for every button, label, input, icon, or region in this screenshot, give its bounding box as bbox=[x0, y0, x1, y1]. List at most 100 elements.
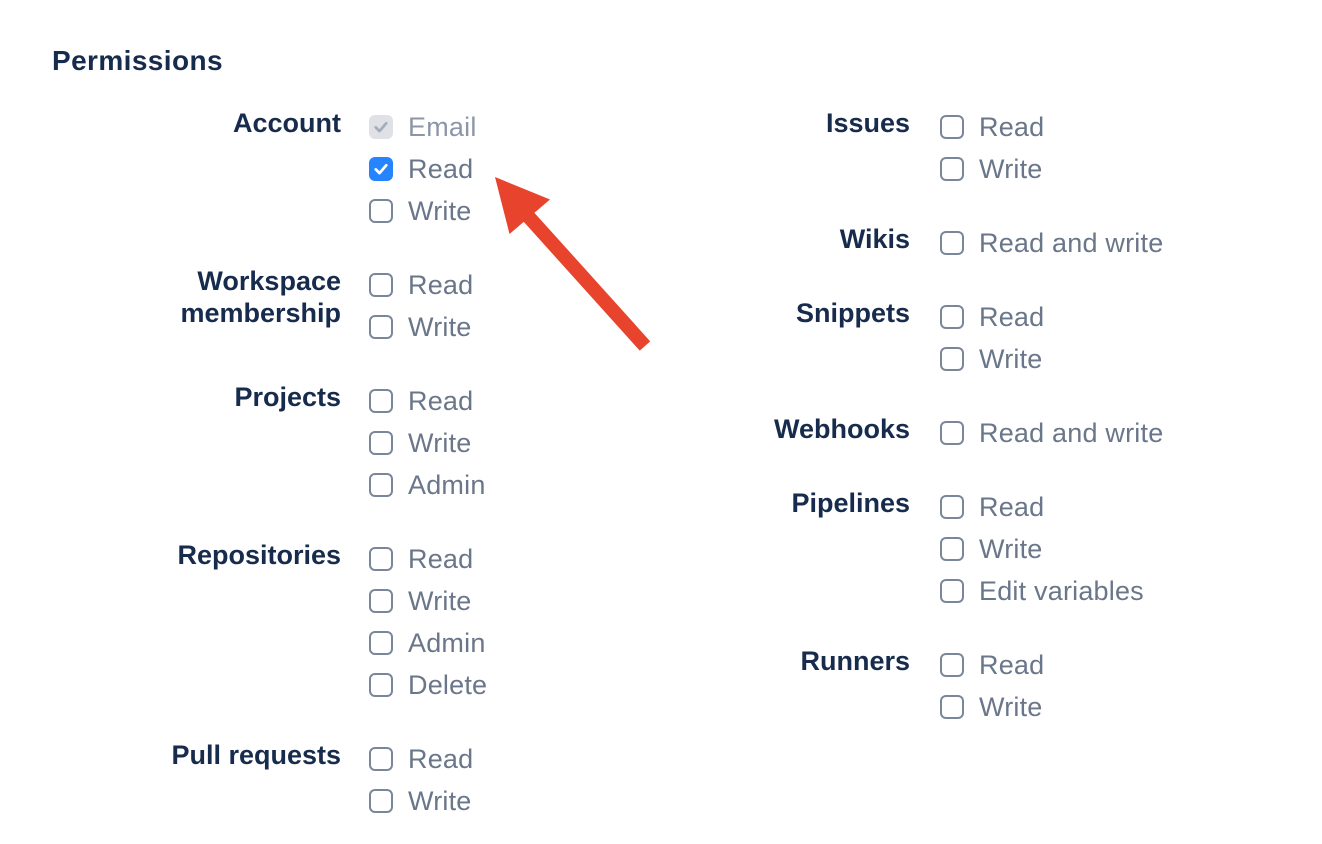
checkbox-pull-requests-write[interactable] bbox=[369, 789, 393, 813]
group-label-wikis: Wikis bbox=[839, 224, 910, 254]
checkbox-wikis-read-and-write[interactable] bbox=[940, 231, 964, 255]
permission-row: Read bbox=[369, 744, 474, 774]
checkbox-runners-write[interactable] bbox=[940, 695, 964, 719]
checkbox-label-admin[interactable]: Admin bbox=[408, 470, 486, 500]
page-title: Permissions bbox=[52, 45, 223, 76]
checkbox-label-write[interactable]: Write bbox=[408, 428, 472, 458]
permission-row: Edit variables bbox=[940, 576, 1144, 606]
permission-row: Write bbox=[369, 196, 477, 226]
checkbox-account-write[interactable] bbox=[369, 199, 393, 223]
checkbox-issues-read[interactable] bbox=[940, 115, 964, 139]
checkbox-label-write[interactable]: Write bbox=[408, 586, 472, 616]
permission-rows: Read Write Admin bbox=[369, 386, 486, 500]
permission-group-webhooks: Webhooks Read and write bbox=[730, 414, 1164, 448]
group-label-pipelines: Pipelines bbox=[791, 488, 910, 518]
permissions-column-left: Account Email Read Write Workspace membe… bbox=[109, 108, 488, 816]
permission-rows: Read Write bbox=[369, 744, 474, 816]
permission-group-snippets: Snippets Read Write bbox=[730, 298, 1163, 374]
checkbox-label-read[interactable]: Read bbox=[408, 270, 474, 300]
checkbox-label-read[interactable]: Read bbox=[979, 302, 1045, 332]
permission-row: Admin bbox=[369, 470, 486, 500]
permission-row: Read bbox=[940, 650, 1045, 680]
group-label-repositories: Repositories bbox=[177, 540, 341, 570]
permission-row: Read and write bbox=[940, 418, 1164, 448]
checkbox-issues-write[interactable] bbox=[940, 157, 964, 181]
permission-row: Read bbox=[940, 492, 1144, 522]
checkbox-snippets-write[interactable] bbox=[940, 347, 964, 371]
permission-row: Admin bbox=[369, 628, 487, 658]
permission-group-pipelines: Pipelines Read Write Edit variables bbox=[730, 488, 1163, 606]
checkbox-pipelines-edit-variables[interactable] bbox=[940, 579, 964, 603]
group-label-runners: Runners bbox=[800, 646, 910, 676]
permission-rows: Read Write bbox=[940, 302, 1045, 374]
checkbox-label-admin[interactable]: Admin bbox=[408, 628, 486, 658]
checkbox-label-delete[interactable]: Delete bbox=[408, 670, 488, 700]
checkbox-label-edit-variables[interactable]: Edit variables bbox=[979, 576, 1144, 606]
permission-row: Read bbox=[940, 112, 1045, 142]
checkbox-label-read[interactable]: Read bbox=[979, 112, 1045, 142]
checkbox-pipelines-write[interactable] bbox=[940, 537, 964, 561]
group-label-workspace-membership: Workspace membership bbox=[180, 266, 341, 328]
permission-rows: Email Read Write bbox=[369, 113, 477, 226]
checkbox-projects-read[interactable] bbox=[369, 389, 393, 413]
checkbox-repositories-write[interactable] bbox=[369, 589, 393, 613]
checkmark-icon bbox=[374, 163, 388, 175]
permission-rows: Read Write Admin Delete bbox=[369, 544, 488, 700]
permission-row: Email bbox=[369, 113, 477, 141]
checkbox-label-write[interactable]: Write bbox=[979, 692, 1043, 722]
checkbox-workspace-membership-write[interactable] bbox=[369, 315, 393, 339]
checkbox-label-write[interactable]: Write bbox=[979, 534, 1043, 564]
checkbox-label-write[interactable]: Write bbox=[979, 154, 1043, 184]
permission-rows: Read and write bbox=[940, 228, 1164, 258]
permission-row: Write bbox=[369, 586, 487, 616]
permission-row: Read bbox=[369, 544, 487, 574]
group-label-account: Account bbox=[233, 108, 341, 138]
checkbox-account-read[interactable] bbox=[369, 157, 393, 181]
group-label-pull-requests: Pull requests bbox=[171, 740, 341, 770]
permission-group-wikis: Wikis Read and write bbox=[730, 224, 1164, 258]
checkbox-repositories-delete[interactable] bbox=[369, 673, 393, 697]
checkbox-label-read[interactable]: Read bbox=[408, 544, 474, 574]
checkbox-repositories-admin[interactable] bbox=[369, 631, 393, 655]
checkbox-workspace-membership-read[interactable] bbox=[369, 273, 393, 297]
permission-row: Write bbox=[369, 786, 473, 816]
checkbox-account-email bbox=[369, 115, 393, 139]
checkbox-label-read-and-write[interactable]: Read and write bbox=[979, 228, 1164, 258]
checkbox-label-read[interactable]: Read bbox=[979, 650, 1045, 680]
checkbox-label-read-and-write[interactable]: Read and write bbox=[979, 418, 1164, 448]
permission-row: Read bbox=[369, 386, 486, 416]
permissions-column-right: Issues Read Write Wikis Read and write bbox=[730, 108, 1164, 722]
permission-group-repositories: Repositories Read Write Admin bbox=[109, 540, 488, 700]
checkbox-label-write[interactable]: Write bbox=[408, 312, 472, 342]
checkbox-snippets-read[interactable] bbox=[940, 305, 964, 329]
group-label-snippets: Snippets bbox=[795, 298, 910, 328]
permission-rows: Read Write bbox=[940, 112, 1045, 184]
checkbox-repositories-read[interactable] bbox=[369, 547, 393, 571]
permission-row: Write bbox=[369, 428, 486, 458]
checkbox-pipelines-read[interactable] bbox=[940, 495, 964, 519]
checkbox-label-write[interactable]: Write bbox=[979, 344, 1043, 374]
checkmark-icon bbox=[374, 121, 388, 133]
permission-row: Read and write bbox=[940, 228, 1164, 258]
checkbox-label-read[interactable]: Read bbox=[979, 492, 1045, 522]
checkbox-label-read[interactable]: Read bbox=[408, 744, 474, 774]
checkbox-label-write[interactable]: Write bbox=[408, 196, 472, 226]
checkbox-pull-requests-read[interactable] bbox=[369, 747, 393, 771]
checkbox-label-read[interactable]: Read bbox=[408, 154, 474, 184]
permission-rows: Read Write Edit variables bbox=[940, 492, 1144, 606]
permission-group-runners: Runners Read Write bbox=[730, 646, 1163, 722]
permission-group-workspace-membership: Workspace membership Read Write bbox=[109, 266, 487, 342]
permission-rows: Read Write bbox=[940, 650, 1045, 722]
permission-row: Write bbox=[940, 154, 1044, 184]
group-label-issues: Issues bbox=[825, 108, 910, 138]
checkbox-label-write[interactable]: Write bbox=[408, 786, 472, 816]
checkbox-runners-read[interactable] bbox=[940, 653, 964, 677]
checkbox-projects-admin[interactable] bbox=[369, 473, 393, 497]
permission-row: Read bbox=[940, 302, 1045, 332]
checkbox-webhooks-read-and-write[interactable] bbox=[940, 421, 964, 445]
checkbox-projects-write[interactable] bbox=[369, 431, 393, 455]
permission-rows: Read and write bbox=[940, 418, 1164, 448]
checkbox-label-read[interactable]: Read bbox=[408, 386, 474, 416]
permission-row: Write bbox=[940, 692, 1044, 722]
